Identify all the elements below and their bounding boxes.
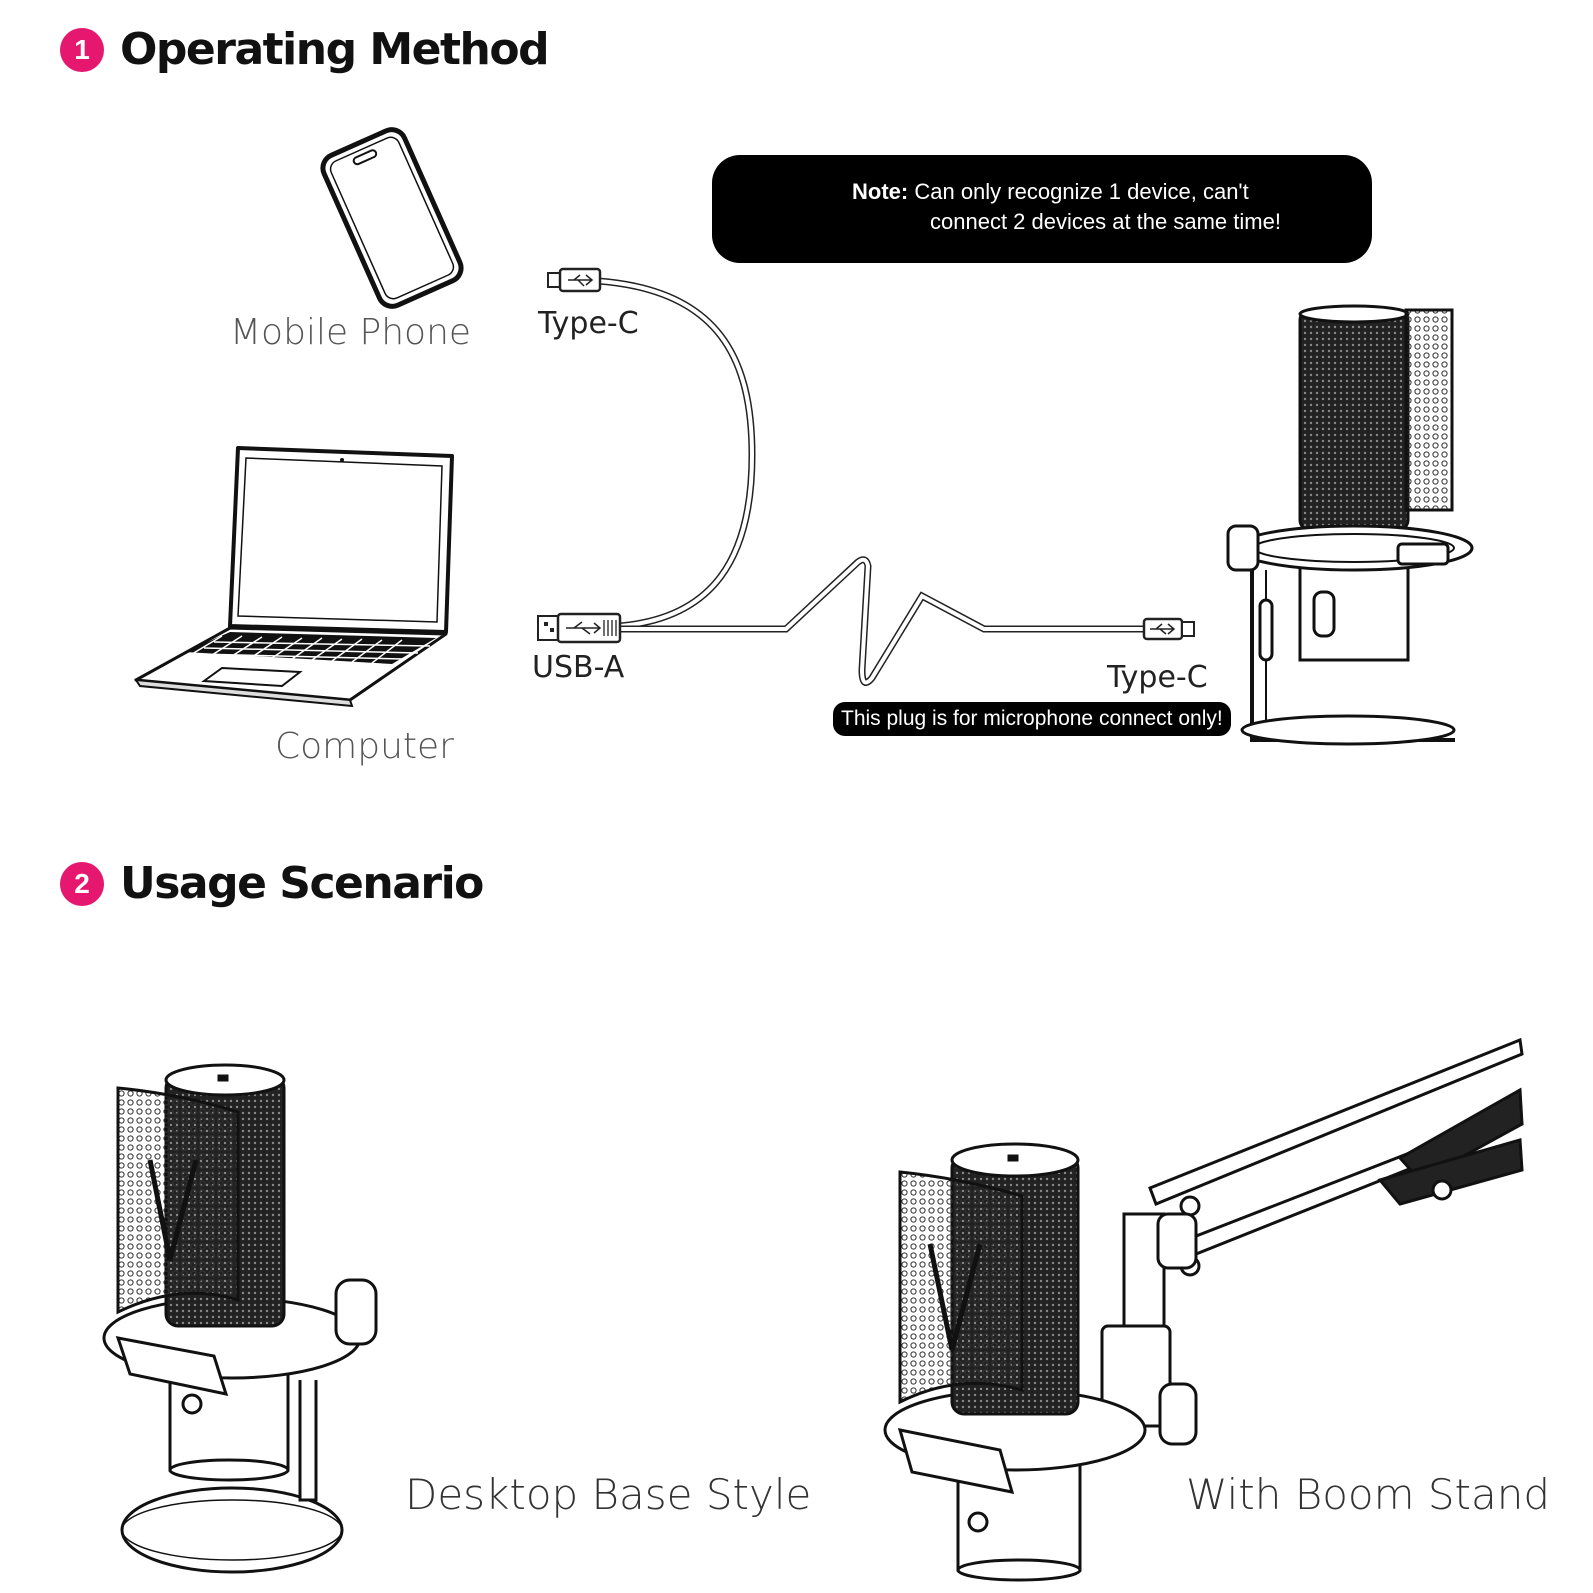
section-operating-method: 1 Operating Method bbox=[60, 24, 550, 75]
plug-note: This plug is for microphone connect only… bbox=[833, 702, 1231, 736]
note-line1: Can only recognize 1 device, can't bbox=[914, 179, 1249, 204]
section-title-operating: Operating Method bbox=[120, 24, 550, 75]
smartphone-icon bbox=[320, 127, 464, 309]
microphone-icon bbox=[1226, 304, 1474, 746]
microphone-desktop-icon bbox=[102, 1063, 378, 1574]
note-text: Note: Can only recognize 1 device, can't… bbox=[852, 177, 1281, 237]
section-title-usage: Usage Scenario bbox=[120, 858, 484, 909]
step-badge-2: 2 bbox=[60, 861, 104, 906]
laptop-icon bbox=[134, 446, 454, 708]
label-mobile-phone: Mobile Phone bbox=[230, 312, 472, 353]
note-line2: connect 2 devices at the same time! bbox=[930, 209, 1281, 234]
label-computer: Computer bbox=[275, 726, 454, 767]
label-usb-a: USB-A bbox=[532, 650, 625, 685]
section-usage-scenario: 2 Usage Scenario bbox=[60, 858, 484, 909]
microphone-boom-icon bbox=[883, 1037, 1524, 1582]
step-badge-1: 1 bbox=[60, 27, 104, 72]
usb-cable-icon bbox=[537, 267, 1195, 686]
note-box: Note: Can only recognize 1 device, can't… bbox=[712, 155, 1372, 263]
label-type-c-mic: Type-C bbox=[1107, 660, 1208, 695]
label-boom-stand: With Boom Stand bbox=[1186, 1470, 1551, 1519]
label-type-c-top: Type-C bbox=[538, 306, 639, 341]
note-label: Note: bbox=[852, 179, 909, 204]
label-desktop-base: Desktop Base Style bbox=[405, 1470, 812, 1519]
